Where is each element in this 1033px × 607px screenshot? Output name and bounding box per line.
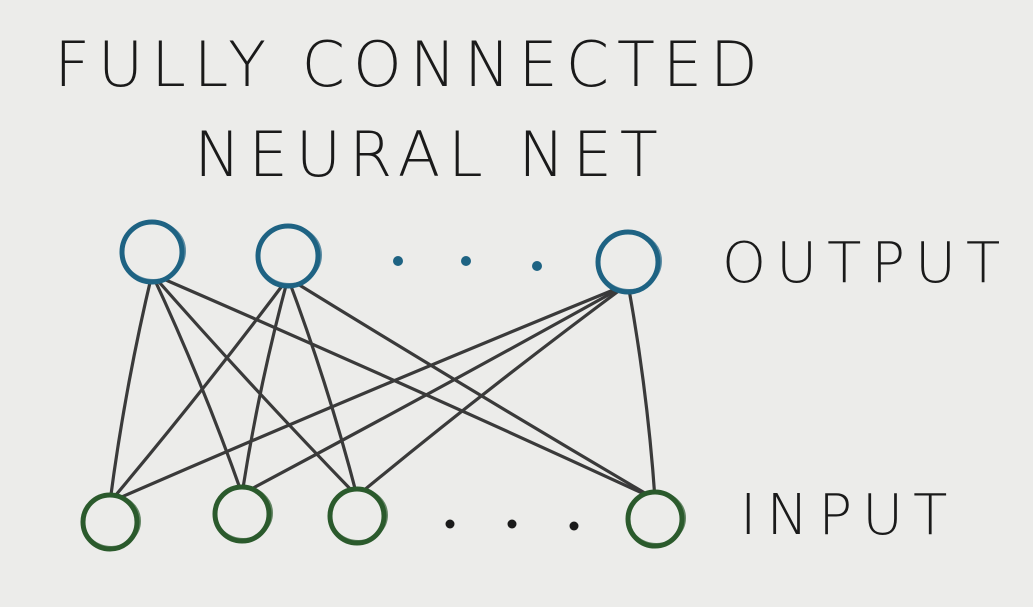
edge-out1-in2 bbox=[150, 272, 244, 496]
input-layer-label: INPUT bbox=[740, 483, 958, 548]
input-ellipsis-dot-1 bbox=[445, 519, 455, 529]
input-ellipsis-dot-2 bbox=[507, 519, 517, 529]
output-node-1 bbox=[119, 219, 186, 285]
input-ellipsis-dot-3 bbox=[569, 521, 579, 531]
output-layer-label: OUTPUT bbox=[722, 231, 1011, 296]
nodes bbox=[80, 219, 686, 552]
title-line-2: NEURAL NET bbox=[194, 118, 666, 191]
edge-out3-in4 bbox=[626, 282, 657, 501]
edge-out3-in1 bbox=[108, 282, 630, 504]
edge-out2-in3 bbox=[286, 276, 359, 498]
input-node-3 bbox=[327, 486, 388, 546]
edge-out1-in1 bbox=[108, 272, 154, 504]
output-node-2 bbox=[255, 223, 322, 289]
edge-out1-in4 bbox=[150, 272, 657, 501]
output-ellipsis-dot-2 bbox=[461, 256, 471, 266]
edge-out3-in3 bbox=[355, 282, 630, 498]
input-node-1 bbox=[80, 492, 141, 552]
output-ellipsis-dot-1 bbox=[393, 256, 403, 266]
edge-out1-in3 bbox=[150, 272, 359, 498]
input-node-4 bbox=[625, 489, 686, 549]
input-node-2 bbox=[212, 484, 273, 544]
output-node-3 bbox=[595, 229, 662, 295]
output-ellipsis-dot-3 bbox=[532, 261, 542, 271]
edge-out2-in1 bbox=[108, 276, 290, 504]
edge-out3-in2 bbox=[240, 282, 630, 496]
edge-out2-in4 bbox=[286, 276, 657, 501]
title-line-1: FULLY CONNECTED bbox=[54, 28, 766, 101]
edge-out2-in2 bbox=[240, 276, 290, 496]
connections bbox=[108, 272, 657, 504]
ellipsis-dots bbox=[393, 256, 579, 531]
